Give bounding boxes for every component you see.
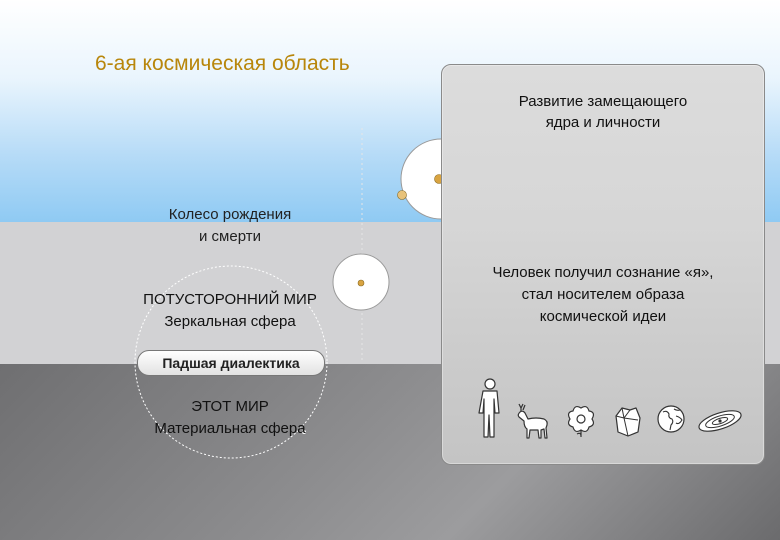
panel-heading: Развитие замещающего ядра и личности bbox=[442, 91, 764, 133]
deer-icon bbox=[516, 402, 552, 440]
page-title: 6-ая космическая область bbox=[95, 52, 350, 76]
this-world-title: ЭТОТ МИР bbox=[110, 396, 350, 418]
this-world-label: ЭТОТ МИР Материальная сфера bbox=[110, 396, 350, 440]
panel-heading-line2: ядра и личности bbox=[442, 112, 764, 133]
panel-description-line2: стал носителем образа bbox=[442, 284, 764, 306]
small-sphere-core bbox=[358, 280, 364, 286]
galaxy-icon bbox=[696, 406, 744, 436]
other-world-subtitle: Зеркальная сфера bbox=[110, 311, 350, 333]
large-sphere-satellite bbox=[398, 191, 407, 200]
wheel-label-line1: Колесо рождения bbox=[130, 204, 330, 226]
mineral-icon bbox=[612, 404, 642, 438]
panel-description: Человек получил сознание «я», стал носит… bbox=[442, 262, 764, 328]
panel-description-line1: Человек получил сознание «я», bbox=[442, 262, 764, 284]
evolution-icons bbox=[478, 378, 748, 442]
panel-description-line3: космической идеи bbox=[442, 306, 764, 328]
development-panel: Развитие замещающего ядра и личности Чел… bbox=[441, 64, 765, 465]
this-world-subtitle: Материальная сфера bbox=[110, 418, 350, 440]
human-icon bbox=[478, 378, 502, 440]
wheel-of-birth-label: Колесо рождения и смерти bbox=[130, 204, 330, 248]
earth-icon bbox=[656, 404, 686, 434]
flower-icon bbox=[566, 404, 596, 438]
wheel-label-line2: и смерти bbox=[130, 226, 330, 248]
panel-heading-line1: Развитие замещающего bbox=[442, 91, 764, 112]
other-world-title: ПОТУСТОРОННИЙ МИР bbox=[110, 289, 350, 311]
other-world-label: ПОТУСТОРОННИЙ МИР Зеркальная сфера bbox=[110, 289, 350, 333]
fallen-dialectic-badge: Падшая диалектика bbox=[137, 350, 325, 376]
